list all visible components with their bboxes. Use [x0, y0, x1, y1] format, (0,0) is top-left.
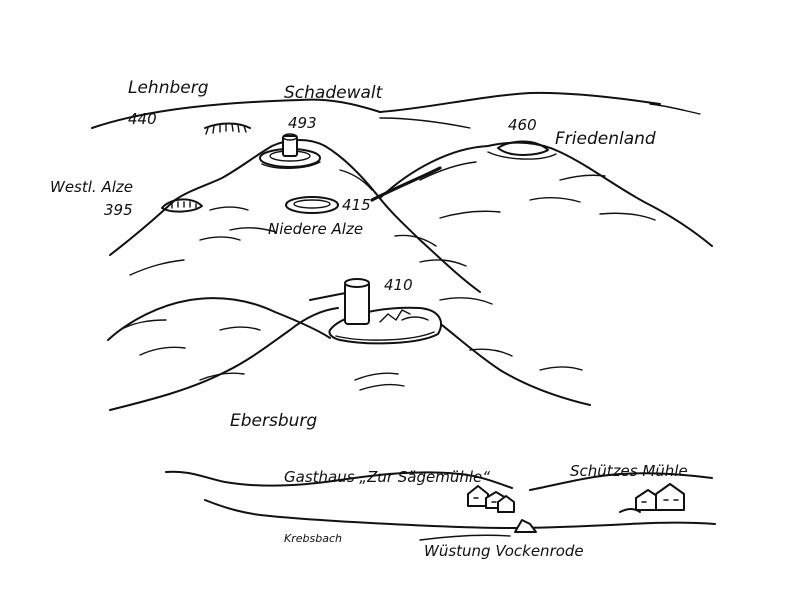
label-gasthaus: Gasthaus „Zur Sägemühle“ [284, 468, 490, 486]
label-wuestung-vockenrode: Wüstung Vockenrode [424, 542, 584, 560]
ebersburg-castle [328, 278, 442, 345]
label-lehnberg-height: 440 [128, 110, 157, 128]
label-westl-alze: Westl. Alze [50, 178, 133, 196]
schuetzes-muehle-buildings [619, 483, 685, 513]
central-massif [109, 139, 481, 293]
friedenland-hill [379, 140, 713, 247]
label-krebsbach: Krebsbach [284, 532, 342, 545]
label-schadewalt: Schadewalt [284, 83, 384, 103]
label-niedere-alze-height: 415 [342, 196, 371, 214]
gasthaus-buildings [467, 485, 515, 513]
label-friedenland-height: 460 [508, 116, 537, 134]
label-niedere-alze: Niedere Alze [268, 220, 363, 238]
label-lehnberg: Lehnberg [128, 78, 209, 98]
label-westl-alze-height: 395 [104, 201, 133, 219]
label-ebersburg: Ebersburg [230, 411, 317, 431]
label-schadewalt-height: 493 [288, 114, 317, 132]
schadewalt-summit [259, 133, 321, 169]
westl-alze-summit [161, 198, 203, 213]
lehnberg-summit-mark [204, 122, 251, 135]
label-friedenland: Friedenland [555, 129, 656, 149]
krebsbach-valley [165, 470, 716, 541]
left-foreground-hill [107, 297, 331, 356]
label-schuetzes-muehle: Schützes Mühle [570, 462, 688, 480]
label-ebersburg-height: 410 [384, 276, 413, 294]
niedere-alze-summit [285, 196, 339, 214]
wuestung-vockenrode-mark [514, 519, 537, 533]
far-ridge [91, 91, 701, 129]
